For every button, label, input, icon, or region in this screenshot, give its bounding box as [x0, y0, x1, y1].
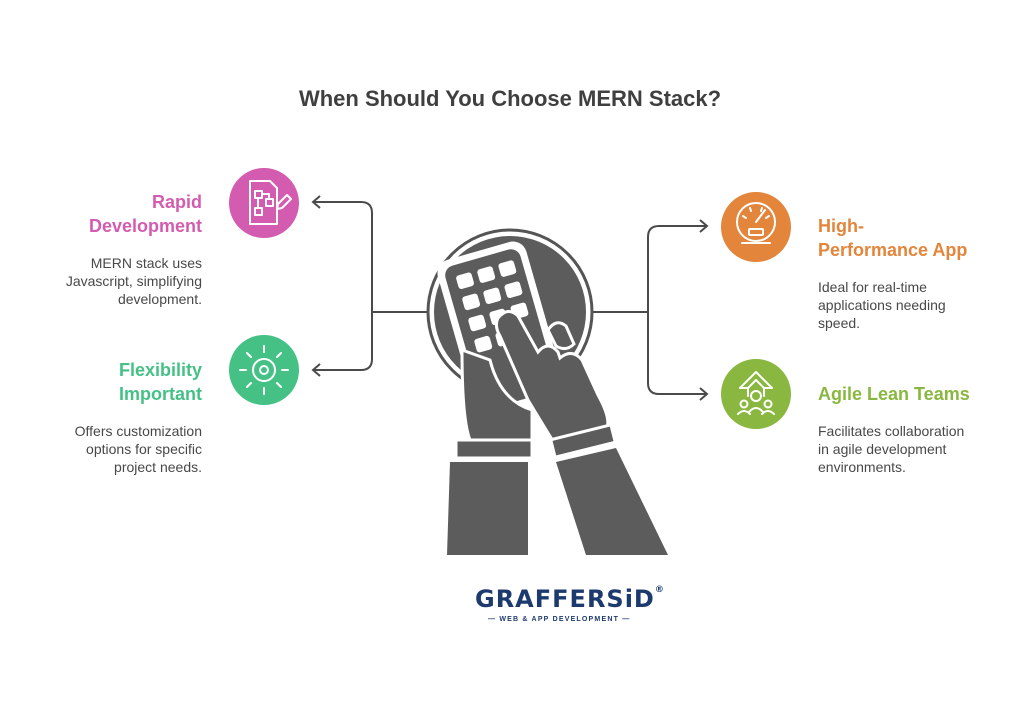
logo-wordmark: GRAFFERSiD®	[475, 585, 665, 613]
flowchart-edit-icon	[229, 168, 299, 238]
arrowhead-performance	[699, 219, 709, 233]
speedometer-icon	[721, 192, 791, 262]
page-title: When Should You Choose MERN Stack?	[298, 86, 722, 111]
gear-icon	[229, 335, 299, 405]
team-growth-icon	[721, 359, 791, 429]
arrowhead-rapid	[311, 195, 321, 209]
arrowhead-flexibility	[311, 363, 321, 377]
hand-tapping-keypad-icon	[426, 228, 668, 555]
arrowhead-agile	[699, 387, 709, 401]
high-performance-heading: High-Performance App	[818, 216, 968, 260]
graffersid-logo: GRAFFERSiD® — WEB & APP DEVELOPMENT —	[420, 585, 680, 630]
connectors	[311, 195, 709, 401]
connector-left	[314, 201, 430, 371]
agile-teams-heading: Agile Lean Teams	[818, 384, 970, 404]
connector-right	[590, 225, 706, 395]
logo-tagline: — WEB & APP DEVELOPMENT —	[488, 616, 631, 623]
